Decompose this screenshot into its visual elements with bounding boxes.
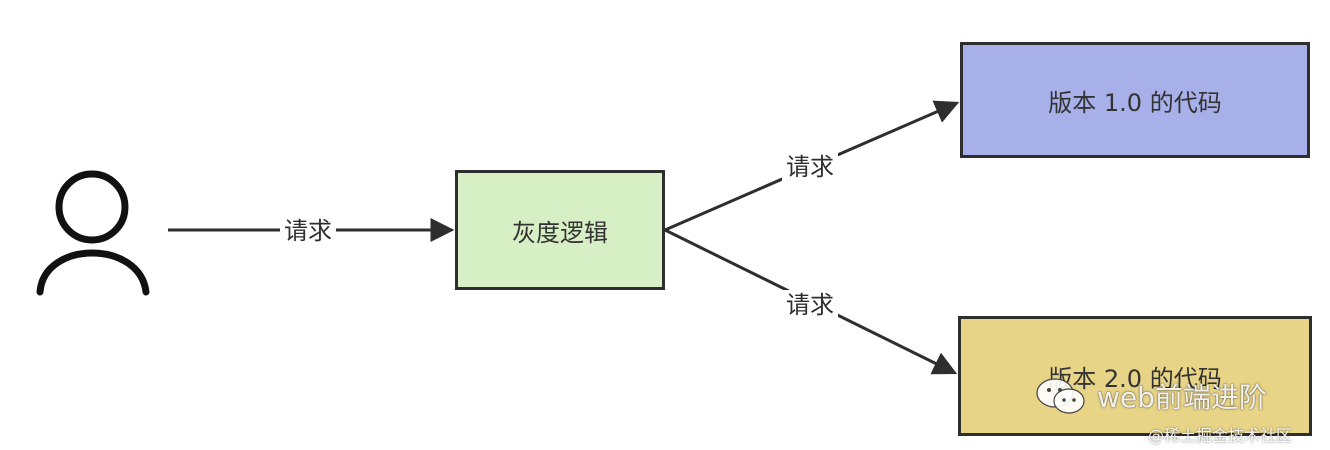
version-2-label: 版本 2.0 的代码 [1048,364,1222,393]
version-2-node: 版本 2.0 的代码 [958,316,1312,436]
gray-logic-node: 灰度逻辑 [455,170,665,290]
edge-label-logic-to-v1: 请求 [782,152,838,182]
watermark-source: @稀土掘金技术社区 [1148,426,1293,445]
wechat-icon [1036,378,1085,414]
watermark: web前端进阶 [1035,376,1267,416]
watermark-account: web前端进阶 [1097,381,1267,414]
version-1-node: 版本 1.0 的代码 [960,42,1310,158]
edge-label-logic-to-v2: 请求 [782,290,838,320]
edge-label-user-to-logic: 请求 [280,216,336,246]
version-1-label: 版本 1.0 的代码 [1048,88,1222,117]
user-icon [36,170,150,296]
gray-logic-label: 灰度逻辑 [512,218,608,247]
